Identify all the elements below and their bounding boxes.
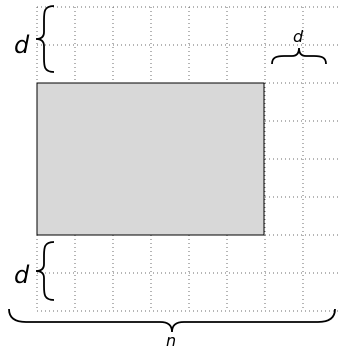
label-d-top-right: d bbox=[293, 27, 304, 46]
shaded-rectangle bbox=[36, 82, 265, 236]
label-d-top-left: d bbox=[14, 31, 30, 59]
brace-bottom-left bbox=[35, 241, 55, 301]
brace-top-right bbox=[271, 47, 327, 65]
label-n: n bbox=[166, 331, 176, 348]
label-d-bottom-left: d bbox=[14, 261, 30, 289]
brace-bottom-n bbox=[8, 308, 336, 333]
brace-top-left bbox=[35, 5, 55, 73]
